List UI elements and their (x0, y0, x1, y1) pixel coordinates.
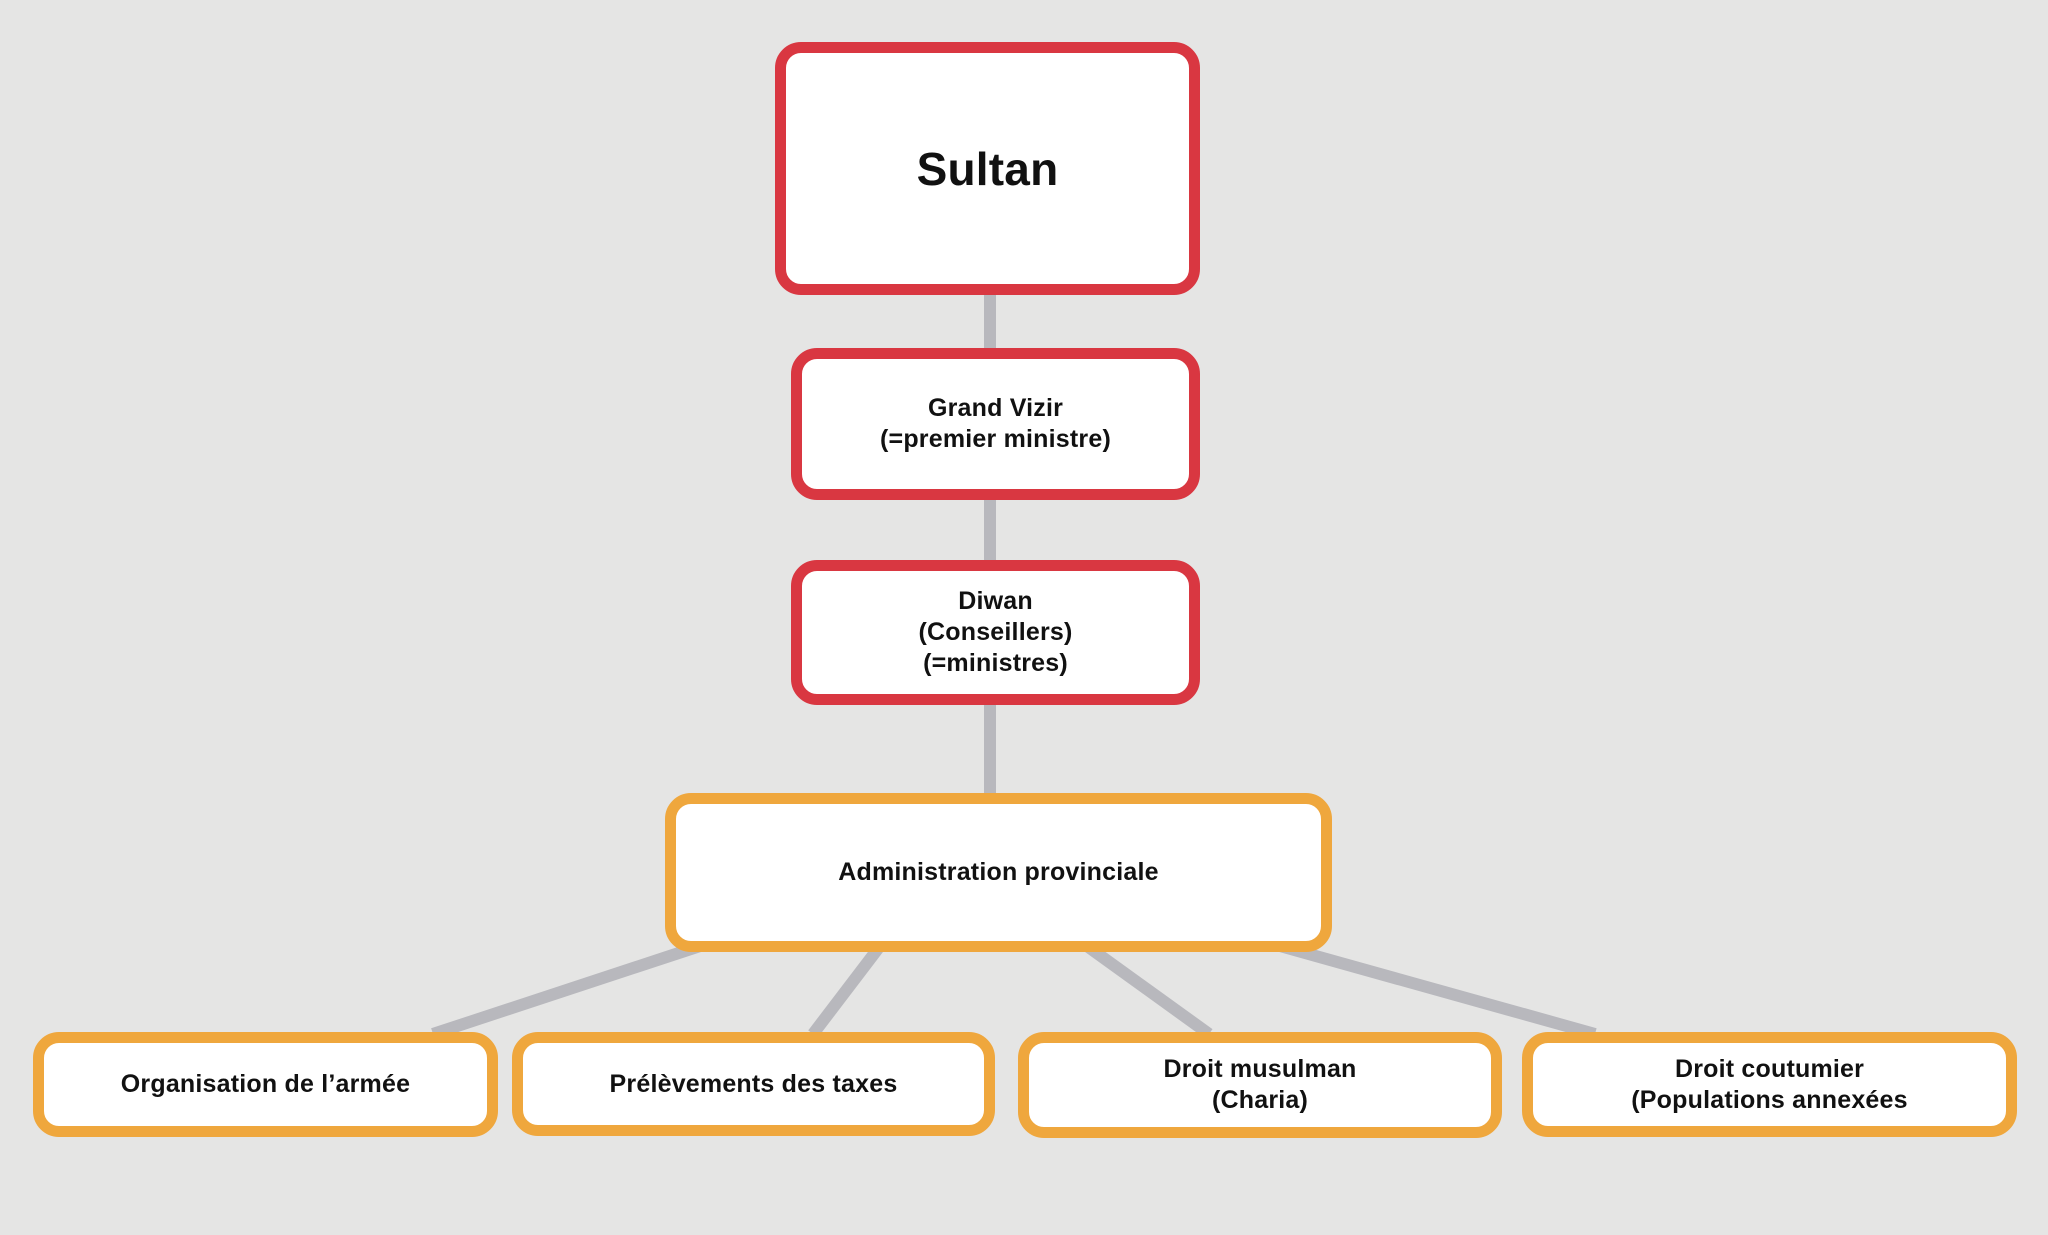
node-organisation-armee: Organisation de l’armée (33, 1032, 498, 1137)
node-line: (Conseillers) (918, 618, 1073, 646)
node-grand-vizir: Grand Vizir (=premier ministre) (791, 348, 1200, 500)
node-droit-coutumier-label: Droit coutumier (Populations annexées (1533, 1054, 2006, 1116)
node-line: Diwan (958, 587, 1033, 615)
node-line: (Populations annexées (1631, 1085, 1908, 1114)
node-taxes-label: Prélèvements des taxes (523, 1069, 984, 1100)
node-line: (Charia) (1211, 1086, 1309, 1114)
connector-administration-taxes (808, 942, 885, 1038)
node-line: (=premier ministre) (880, 425, 1111, 453)
node-line: (=ministres) (923, 649, 1068, 677)
node-droit-coutumier: Droit coutumier (Populations annexées (1522, 1032, 2017, 1137)
node-diwan: Diwan (Conseillers) (=ministres) (791, 560, 1200, 705)
node-line: Droit coutumier (1674, 1054, 1865, 1083)
node-sultan: Sultan (775, 42, 1200, 295)
node-droit-musulman: Droit musulman (Charia) (1018, 1032, 1502, 1138)
connector-administration-droit-musulman (1083, 941, 1213, 1039)
node-armee-label: Organisation de l’armée (44, 1069, 487, 1100)
node-sultan-label: Sultan (786, 143, 1189, 195)
node-line: Sultan (916, 142, 1059, 195)
node-prelevements-taxes: Prélèvements des taxes (512, 1032, 995, 1136)
connector-administration-armee (431, 940, 702, 1040)
node-line: Grand Vizir (927, 394, 1064, 422)
node-line: Droit musulman (1163, 1055, 1357, 1083)
node-diwan-label: Diwan (Conseillers) (=ministres) (802, 586, 1189, 679)
node-line: Organisation de l’armée (120, 1070, 411, 1098)
node-droit-musulman-label: Droit musulman (Charia) (1029, 1054, 1491, 1116)
node-line: Prélèvements des taxes (609, 1069, 898, 1098)
node-administration-label: Administration provinciale (676, 857, 1321, 888)
node-administration-provinciale: Administration provinciale (665, 793, 1332, 952)
node-line: Administration provinciale (838, 858, 1159, 886)
node-grand-vizir-label: Grand Vizir (=premier ministre) (802, 393, 1189, 455)
connector-administration-droit-coutumier (1278, 940, 1597, 1040)
